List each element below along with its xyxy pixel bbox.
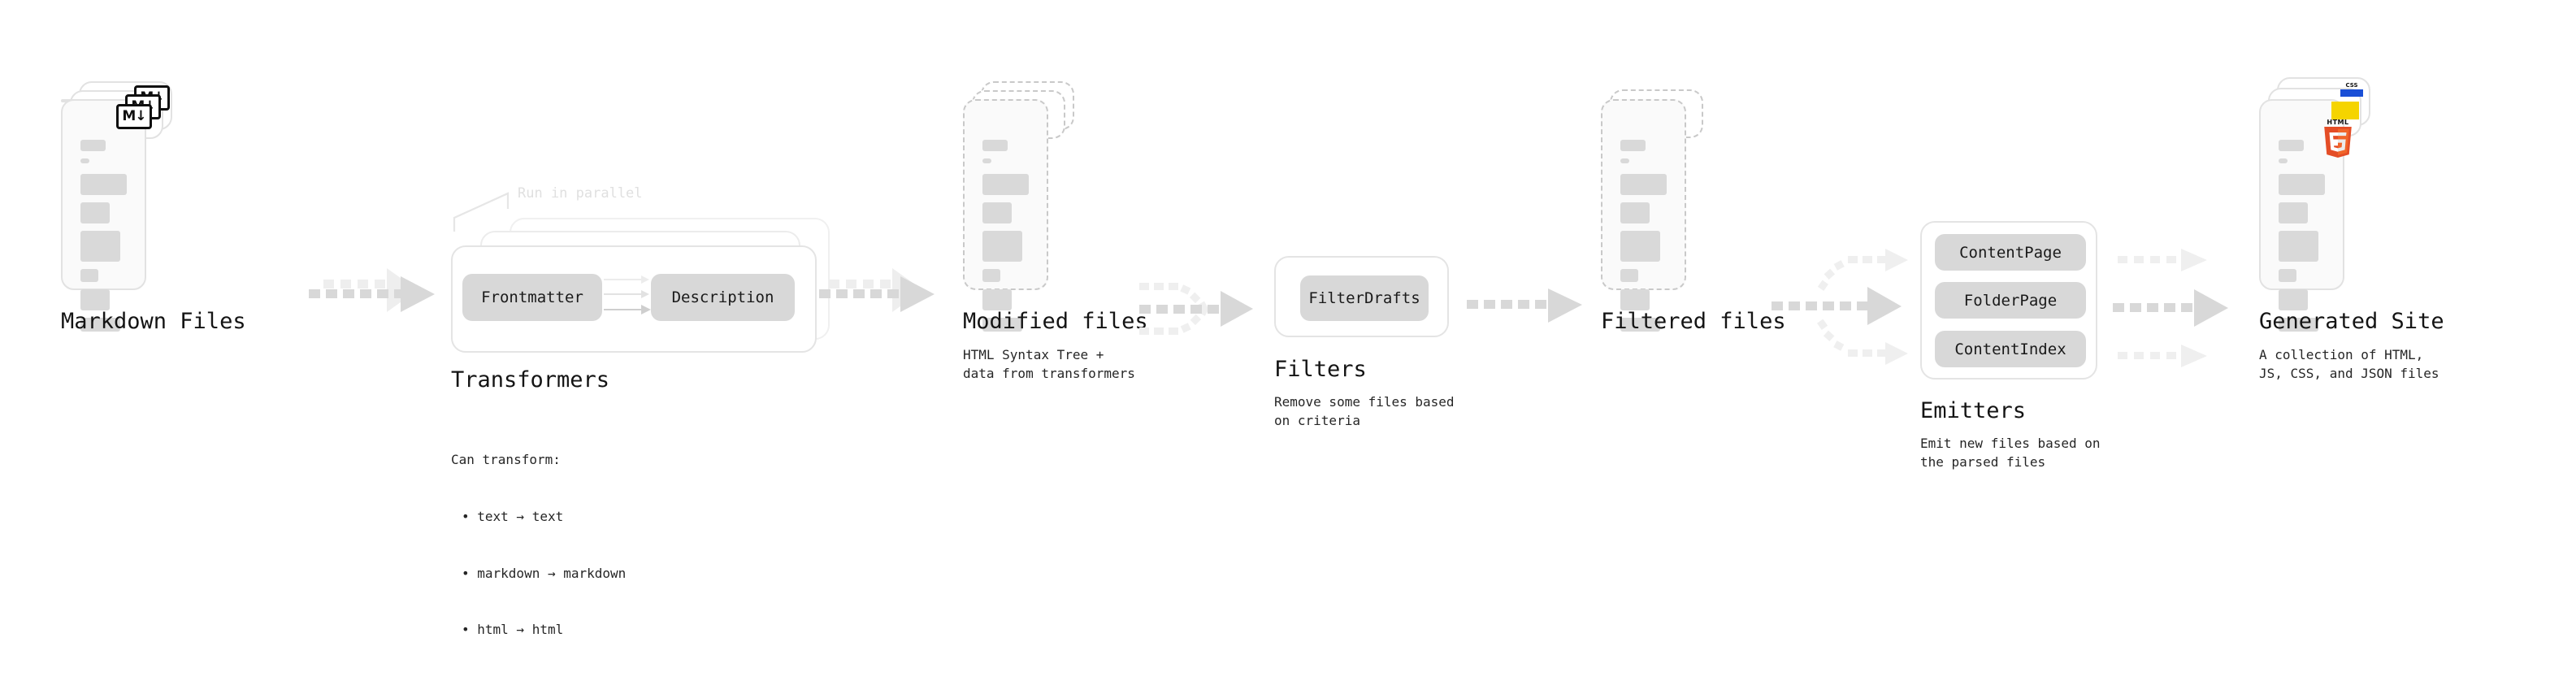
content-bar xyxy=(1620,269,1639,282)
page-title-modified: Modified files xyxy=(963,309,1148,334)
filter-chip-label: FilterDrafts xyxy=(1308,289,1420,307)
transformer-chip-description[interactable]: Description xyxy=(651,274,795,321)
content-bar xyxy=(982,269,1001,282)
js-icon xyxy=(2331,102,2359,119)
arrow-transformers-to-modified xyxy=(819,268,935,312)
page-title-transformers: Transformers xyxy=(451,367,610,393)
content-bar xyxy=(982,289,1012,310)
content-bar xyxy=(1620,174,1667,195)
arrow-emitters-to-generated xyxy=(2113,249,2228,367)
arrow-modified-to-filters xyxy=(1139,283,1253,335)
transformer-card-front: Frontmatter Description xyxy=(451,245,817,353)
content-bar xyxy=(1620,158,1630,163)
content-bar xyxy=(2279,231,2319,262)
css-icon-label: CSS xyxy=(2345,82,2358,89)
stage-modified-files: Modified files HTML Syntax Tree + data f… xyxy=(963,81,1231,431)
emitter-chip-label: ContentIndex xyxy=(1954,340,2066,358)
filtered-file-card-main xyxy=(1601,99,1686,332)
filter-chip-filterdrafts[interactable]: FilterDrafts xyxy=(1300,275,1429,321)
content-bar xyxy=(80,318,121,332)
page-title-emitters: Emitters xyxy=(1920,398,2027,423)
emitter-chip-label: ContentPage xyxy=(1959,243,2062,262)
emitter-chip-contentindex[interactable]: ContentIndex xyxy=(1935,331,2086,367)
content-bar xyxy=(982,140,1008,151)
page-title-markdown: Markdown Files xyxy=(61,309,246,334)
transformers-desc-lead: Can transform: xyxy=(451,452,561,468)
css-icon: CSS xyxy=(2340,82,2363,97)
arrow-filtered-to-emitters xyxy=(1772,249,1908,365)
emitters-card: ContentPage FolderPage ContentIndex xyxy=(1920,221,2097,380)
modified-file-card-main xyxy=(963,99,1048,332)
transformer-chip-label: Frontmatter xyxy=(481,288,583,306)
content-bar xyxy=(1620,289,1650,310)
content-bar xyxy=(2279,318,2319,332)
generated-description: A collection of HTML, JS, CSS, and JSON … xyxy=(2259,347,2439,382)
filtered-file-content xyxy=(1620,140,1667,339)
transformers-desc-item: • text → text xyxy=(462,508,564,524)
generated-file-content xyxy=(2279,140,2325,339)
html5-icon: HTML xyxy=(2322,119,2353,158)
page-title-filters: Filters xyxy=(1274,357,1367,382)
transformer-chip-label: Description xyxy=(671,288,774,306)
transformers-desc-item: • html → html xyxy=(462,622,564,638)
emitter-chip-label: FolderPage xyxy=(1963,291,2058,310)
markdown-file-card-main xyxy=(61,99,146,332)
parallel-bracket xyxy=(453,192,510,232)
content-bar xyxy=(2279,269,2297,282)
generated-file-card-main xyxy=(2259,99,2344,332)
stage-emitters: ContentPage FolderPage ContentIndex Emit… xyxy=(1920,221,2188,489)
content-bar xyxy=(2279,174,2325,195)
arrow-markdown-to-transformers xyxy=(309,268,435,312)
markdown-file-content xyxy=(80,140,127,339)
content-bar xyxy=(982,231,1023,262)
filters-description: Remove some files based on criteria xyxy=(1274,394,1455,429)
parallel-note: Run in parallel xyxy=(518,185,643,202)
modified-file-content xyxy=(982,140,1029,339)
filters-card: FilterDrafts xyxy=(1274,256,1449,337)
content-bar xyxy=(2279,202,2308,223)
transformer-internal-arrows xyxy=(604,275,651,314)
stage-filters: FilterDrafts Filters Remove some files b… xyxy=(1274,256,1550,500)
transformers-description: Can transform: • text → text • markdown … xyxy=(451,413,626,677)
page-title-generated: Generated Site xyxy=(2259,309,2444,334)
emitters-description: Emit new files based on the parsed files xyxy=(1920,436,2101,471)
stage-transformers: Run in parallel Frontmatter Description xyxy=(451,185,833,637)
content-bar xyxy=(982,174,1029,195)
content-bar xyxy=(80,140,106,151)
content-bar xyxy=(2279,140,2305,151)
emitter-chip-folderpage[interactable]: FolderPage xyxy=(1935,282,2086,319)
content-bar xyxy=(80,202,110,223)
html5-icon-label: HTML xyxy=(2327,119,2349,126)
modified-description: HTML Syntax Tree + data from transformer… xyxy=(963,347,1135,382)
content-bar xyxy=(80,174,127,195)
content-bar xyxy=(80,158,90,163)
content-bar xyxy=(1620,231,1661,262)
content-bar xyxy=(982,318,1023,332)
content-bar xyxy=(2279,289,2308,310)
page-title-filtered: Filtered files xyxy=(1601,309,1786,334)
content-bar xyxy=(1620,202,1650,223)
stage-markdown-files: M↓ M↓ M↓ Markdown Files xyxy=(61,81,329,431)
markdown-file-stack xyxy=(61,81,329,431)
content-bar xyxy=(982,158,992,163)
stage-generated-site: CSS HTML Generated Site A collection of … xyxy=(2259,77,2552,435)
stage-filtered-files: Filtered files xyxy=(1601,81,1869,431)
content-bar xyxy=(80,289,110,310)
arrow-filters-to-filtered xyxy=(1467,288,1582,323)
content-bar xyxy=(2279,158,2288,163)
content-bar xyxy=(80,269,99,282)
transformers-desc-item: • markdown → markdown xyxy=(462,565,627,581)
content-bar xyxy=(982,202,1012,223)
transformer-chip-frontmatter[interactable]: Frontmatter xyxy=(462,274,602,321)
content-bar xyxy=(1620,318,1661,332)
content-bar xyxy=(80,231,121,262)
markdown-icon-glyph: M↓ xyxy=(122,108,146,124)
emitter-chip-contentpage[interactable]: ContentPage xyxy=(1935,234,2086,271)
markdown-icon: M↓ xyxy=(116,104,152,129)
content-bar xyxy=(1620,140,1646,151)
